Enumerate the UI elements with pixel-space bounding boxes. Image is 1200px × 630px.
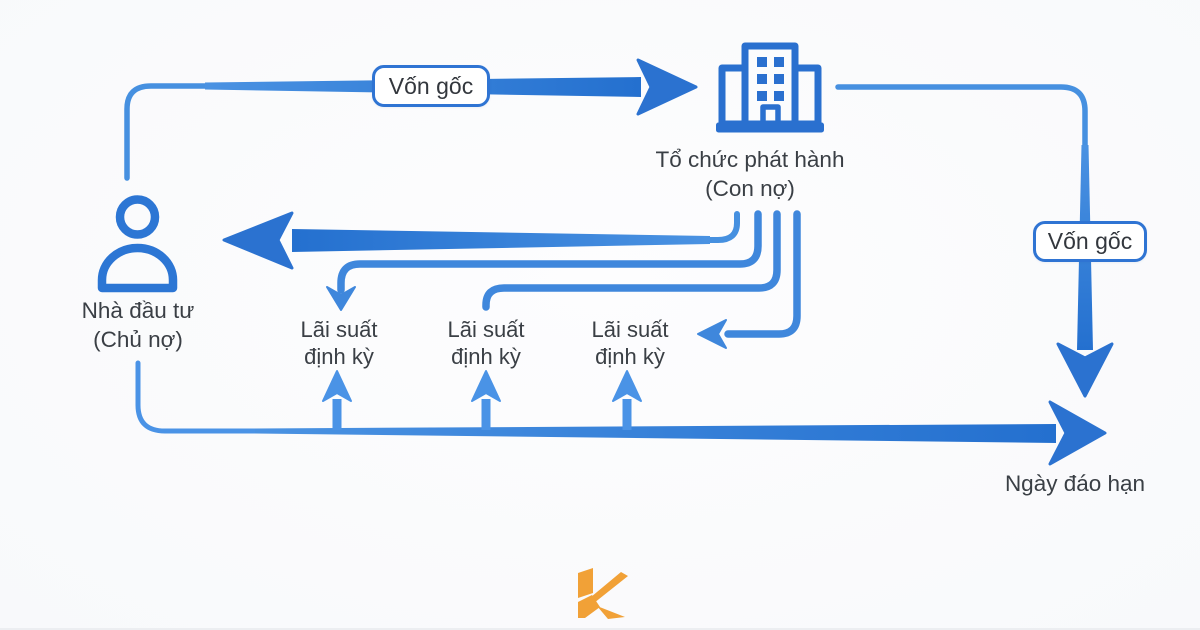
principal-back-label: Vốn gốc xyxy=(1047,228,1133,254)
interest-arrow-3 xyxy=(697,210,801,349)
maturity-arrow xyxy=(135,360,1107,466)
k-logo xyxy=(578,568,628,619)
interest-line-2 xyxy=(482,210,781,311)
coupon-up-arrow-2 xyxy=(471,370,501,430)
building-icon xyxy=(716,42,824,133)
coupon-up-arrow-1 xyxy=(322,370,352,430)
interest-label-3-line2: định kỳ xyxy=(595,344,665,369)
interest-arrow-1 xyxy=(326,210,762,311)
investor-name: Nhà đầu tư xyxy=(81,298,195,323)
interest-label-1-line1: Lãi suất xyxy=(300,317,378,342)
issuer-label: Tổ chức phát hành (Con nợ) xyxy=(610,146,890,203)
interest-label-1: Lãi suất định kỳ xyxy=(279,316,399,370)
maturity-label: Ngày đáo hạn xyxy=(1004,471,1146,496)
principal-out-pill: Vốn gốc xyxy=(372,65,490,107)
investor-role: (Chủ nợ) xyxy=(93,327,183,352)
person-icon xyxy=(97,195,178,293)
coupon-up-arrow-3 xyxy=(612,370,642,430)
interest-label-2: Lãi suất định kỳ xyxy=(426,316,546,370)
interest-label-2-line2: định kỳ xyxy=(451,344,521,369)
principal-back-pill: Vốn gốc xyxy=(1033,221,1147,262)
issuer-name: Tổ chức phát hành xyxy=(655,147,845,172)
interest-label-3: Lãi suất định kỳ xyxy=(570,316,690,370)
principal-out-label: Vốn gốc xyxy=(388,72,474,99)
issuer-to-investor-arrow xyxy=(222,211,740,270)
investor-label: Nhà đầu tư (Chủ nợ) xyxy=(28,296,248,354)
interest-label-1-line2: định kỳ xyxy=(304,344,374,369)
interest-label-3-line1: Lãi suất xyxy=(591,317,669,342)
issuer-role: (Con nợ) xyxy=(705,175,795,201)
interest-label-2-line1: Lãi suất xyxy=(447,317,525,342)
